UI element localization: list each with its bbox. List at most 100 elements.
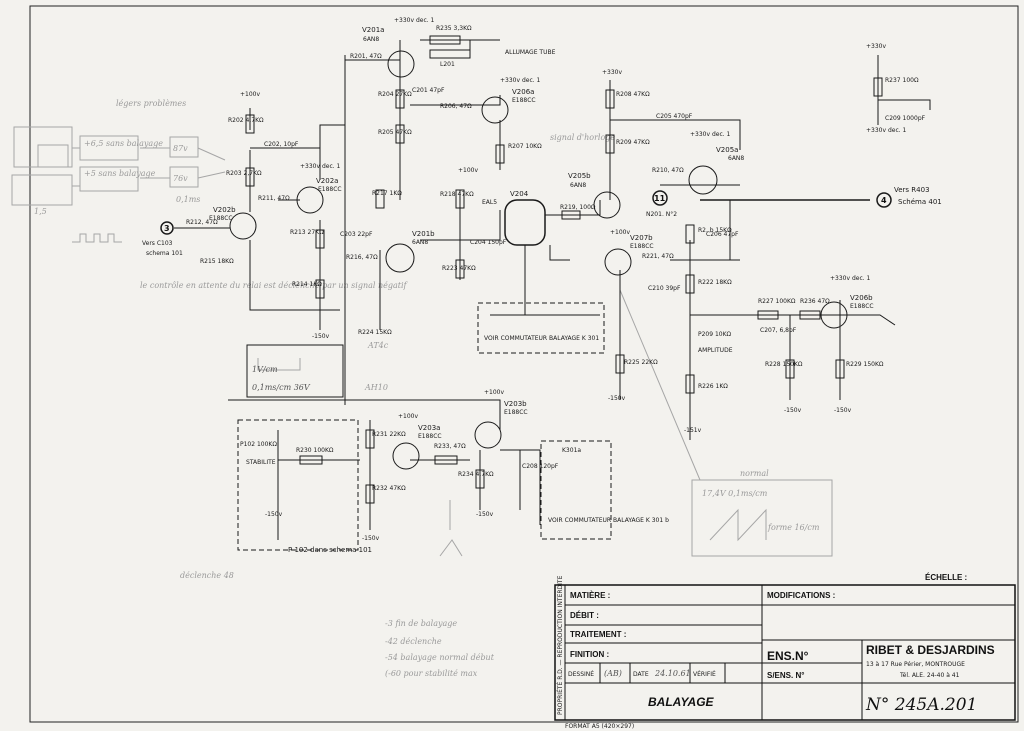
v201b-name: V201b bbox=[412, 230, 435, 238]
v207b-type: E188CC bbox=[630, 243, 654, 250]
supply-100v-1: +100v bbox=[240, 91, 260, 98]
c201-label: C201 47pF bbox=[412, 87, 445, 94]
r215-label: R215 18KΩ bbox=[200, 258, 234, 265]
tb-debit: DÉBIT : bbox=[570, 611, 599, 620]
note-sans-balayage-1: +6,5 sans balayage bbox=[84, 139, 163, 148]
supply-100v-3: +100v bbox=[610, 229, 630, 236]
r207-label: R207 10KΩ bbox=[508, 143, 542, 150]
v204-name: V204 bbox=[510, 190, 529, 198]
tb-format: FORMAT A5 (420×297) bbox=[565, 723, 634, 730]
note-at4c: AT4c bbox=[367, 341, 389, 350]
commutator-1-label: VOIR COMMUTATEUR BALAYAGE K 301 bbox=[484, 335, 599, 342]
note-stabilite-max: (-60 pour stabilité max bbox=[385, 669, 478, 678]
supply-330v-2: +330v bbox=[866, 43, 886, 50]
v206b-type: E188CC bbox=[850, 303, 874, 310]
supply-m150-1: -150v bbox=[312, 333, 330, 340]
drawing-border bbox=[29, 5, 1019, 723]
note-controle: le contrôle en attente du relai est décl… bbox=[140, 281, 409, 290]
supply-m150-3: -150v bbox=[784, 407, 802, 414]
amplitude-label: AMPLITUDE bbox=[698, 347, 733, 354]
r208-label: R208 47KΩ bbox=[616, 91, 650, 98]
c202-label: C202, 10pF bbox=[264, 141, 299, 148]
c205-label: C205 470pF bbox=[656, 113, 693, 120]
connector-3-label: 3 bbox=[164, 224, 170, 233]
tb-date-val: 24.10.61 bbox=[654, 669, 691, 678]
tb-verifie: VÉRIFIÉ bbox=[693, 670, 716, 678]
tb-echelle: ÉCHELLE : bbox=[925, 573, 967, 582]
connector-3 bbox=[160, 221, 174, 235]
supply-m150-6: -150v bbox=[362, 535, 380, 542]
note-declenche-42: -42 déclenche bbox=[385, 637, 442, 646]
supply-m150-5: -150v bbox=[265, 511, 283, 518]
supply-m150-4: -150v bbox=[834, 407, 852, 414]
schema101-ref: schema 101 bbox=[146, 250, 183, 257]
p209-label: P209 10KΩ bbox=[698, 331, 732, 338]
tube-labels: V202b E188CC V202a E188CC V201a 6AN8 V20… bbox=[209, 26, 874, 440]
v203b-type: E188CC bbox=[504, 409, 528, 416]
r219-label: R219, 100Ω bbox=[560, 204, 596, 211]
v206b-name: V206b bbox=[850, 294, 873, 302]
r223-label: R223 47KΩ bbox=[442, 265, 476, 272]
v201a-type: 6AN8 bbox=[363, 36, 379, 43]
note-01ms: 0,1ms bbox=[176, 195, 200, 204]
component-labels: R202 4,7KΩ R203 2,7KΩ R211, 47Ω R212, 47… bbox=[142, 25, 942, 554]
v202a-type: E188CC bbox=[318, 186, 342, 193]
p102-frame bbox=[237, 419, 359, 551]
title-block: MATIÈRE : DÉBIT : TRAITEMENT : FINITION … bbox=[554, 573, 1016, 730]
r237-label: R237 100Ω bbox=[885, 77, 919, 84]
r228-label: R228 150KΩ bbox=[765, 361, 803, 368]
r222-label: R222 18KΩ bbox=[698, 279, 732, 286]
tb-ens: ENS.N° bbox=[767, 649, 809, 663]
r203-label: R203 2,7KΩ bbox=[226, 170, 262, 177]
tb-propriete: PROPRIÉTÉ R.D. — REPRODUCTION INTERDITE bbox=[556, 575, 564, 715]
v203a-name: V203a bbox=[418, 424, 440, 432]
connector-4-label: 4 bbox=[881, 196, 887, 205]
tb-tel: Tél. ALE. 24-40 à 41 bbox=[899, 672, 960, 679]
tb-address: 13 à 17 Rue Périer, MONTROUGE bbox=[866, 661, 965, 668]
r212-label: R212, 47Ω bbox=[186, 219, 218, 226]
supply-330dec-5: +330v dec. 1 bbox=[830, 275, 871, 282]
waveform-box bbox=[246, 344, 344, 398]
c204-label: C204 150pF bbox=[470, 239, 507, 246]
commutator-box-2 bbox=[540, 440, 612, 540]
c207-label: C207, 6,8pF bbox=[760, 327, 797, 334]
allumage-label: ALLUMAGE TUBE bbox=[505, 49, 556, 56]
v205a-type: 6AN8 bbox=[728, 155, 744, 162]
v203b-name: V203b bbox=[504, 400, 527, 408]
schema401-ref: Schéma 401 bbox=[898, 198, 942, 206]
tb-date: DATE bbox=[633, 671, 649, 678]
note-15: 1,5 bbox=[34, 207, 47, 216]
note-87v: 87v bbox=[173, 144, 188, 153]
tb-traitement: TRAITEMENT : bbox=[570, 630, 626, 639]
c103-ref: Vers C103 bbox=[142, 240, 173, 247]
note-174v: 17,4V 0,1ms/cm bbox=[702, 489, 768, 498]
c208-label: C208 120pF bbox=[522, 463, 559, 470]
note-legers-problemes: légers problèmes bbox=[116, 99, 186, 108]
vacuum-tubes bbox=[229, 50, 848, 470]
tb-company: RIBET & DESJARDINS bbox=[866, 643, 995, 657]
r201-label: R201, 47Ω bbox=[350, 53, 382, 60]
tb-modifications: MODIFICATIONS : bbox=[767, 591, 835, 600]
supply-330dec-6: +330v dec. 1 bbox=[866, 127, 907, 134]
r206-label: R206, 47Ω bbox=[440, 103, 472, 110]
tb-sens: S/ENS. N° bbox=[767, 671, 804, 680]
stabilite-label: STABILITE bbox=[246, 459, 276, 466]
v203a-type: E188CC bbox=[418, 433, 442, 440]
r205-label: R205 47KΩ bbox=[378, 129, 412, 136]
supply-330dec-4: +330v dec. 1 bbox=[690, 131, 731, 138]
pencil-annotations: légers problèmes +6,5 sans balayage +5 s… bbox=[11, 99, 833, 678]
v202a-name: V202a bbox=[316, 177, 338, 185]
r229-label: R229 150KΩ bbox=[846, 361, 884, 368]
supply-330dec-2: +330v dec. 1 bbox=[394, 17, 435, 24]
r2b-label: R2. b 15KΩ bbox=[698, 227, 732, 234]
note-signal-horloge: signal d'horloge bbox=[550, 133, 615, 142]
note-declenche-48: déclenche 48 bbox=[180, 571, 234, 580]
supply-330dec-1: +330v dec. 1 bbox=[300, 163, 341, 170]
v205b-name: V205b bbox=[568, 172, 591, 180]
r403-ref: Vers R403 bbox=[894, 186, 930, 194]
c203-label: C203 22pF bbox=[340, 231, 373, 238]
note-fin-balayage: -3 fin de balayage bbox=[385, 619, 457, 628]
connector-11-label: 11 bbox=[654, 194, 666, 203]
v207b-name: V207b bbox=[630, 234, 653, 242]
note-76v: 76v bbox=[173, 174, 188, 183]
